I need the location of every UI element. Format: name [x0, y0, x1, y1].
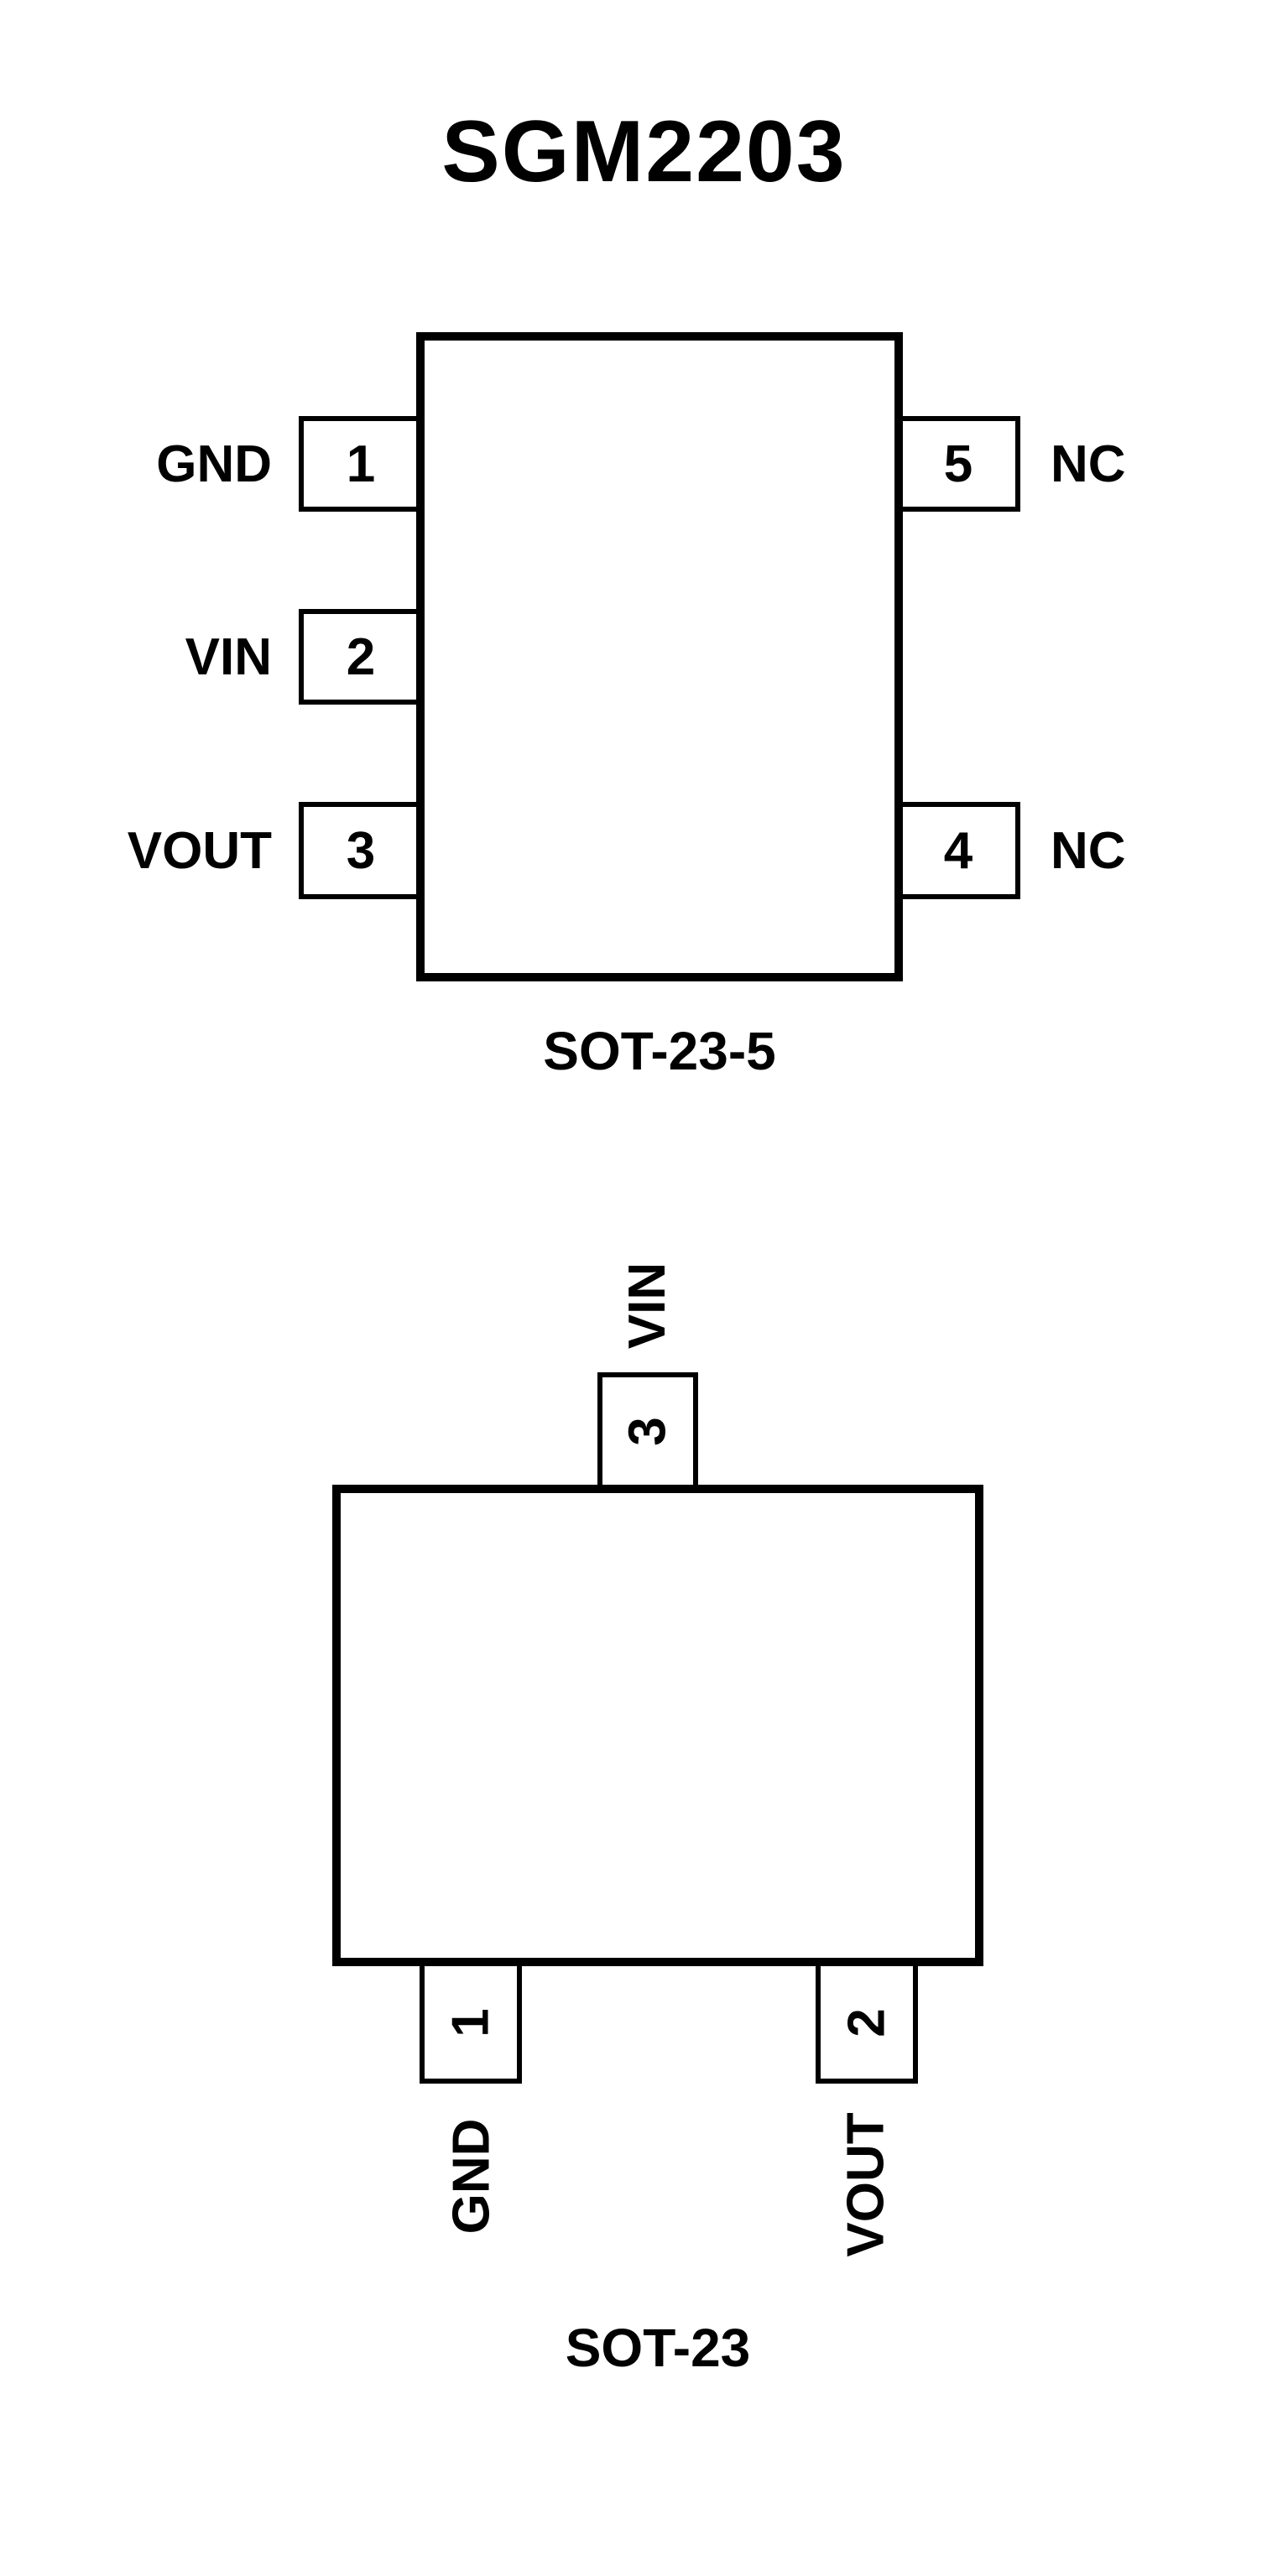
pin-label-text: VOUT [837, 2111, 895, 2257]
package-caption: SOT-23-5 [543, 1021, 776, 1081]
pin-box-3: 3 [597, 1372, 698, 1490]
pin-label-vin: VIN [564, 1221, 732, 1389]
part-number-title: SGM2203 [441, 103, 847, 200]
pin-label-gnd: GND [156, 435, 272, 493]
pin-label-vin: VIN [185, 627, 272, 686]
pin-box-5: 5 [896, 416, 1020, 512]
pin-box-2: 2 [299, 609, 423, 705]
pin-label-gnd: GND [388, 2092, 555, 2260]
pin-number: 5 [943, 435, 973, 493]
pin-label-vout: VOUT [127, 821, 272, 880]
pin-label-nc-bottom: NC [1051, 821, 1126, 880]
pin-number: 1 [441, 2007, 500, 2037]
pin-number: 1 [346, 435, 376, 493]
pin-number: 2 [837, 2007, 896, 2037]
pin-number: 3 [618, 1416, 677, 1446]
pin-box-1: 1 [420, 1961, 522, 2084]
pin-box-3: 3 [299, 802, 423, 899]
pin-box-4: 4 [896, 802, 1020, 899]
pin-label-nc-top: NC [1051, 435, 1126, 493]
pin-label-vout: VOUT [782, 2100, 950, 2268]
pin-number: 4 [943, 821, 973, 880]
pin-number: 2 [346, 627, 376, 686]
pin-box-2: 2 [816, 1961, 918, 2084]
pin-box-1: 1 [299, 416, 423, 512]
package-body [416, 332, 903, 981]
package-caption: SOT-23 [565, 2318, 751, 2378]
pin-label-text: GND [442, 2118, 501, 2234]
package-body [332, 1485, 983, 1966]
pin-label-text: VIN [618, 1262, 677, 1349]
pin-number: 3 [346, 821, 376, 880]
